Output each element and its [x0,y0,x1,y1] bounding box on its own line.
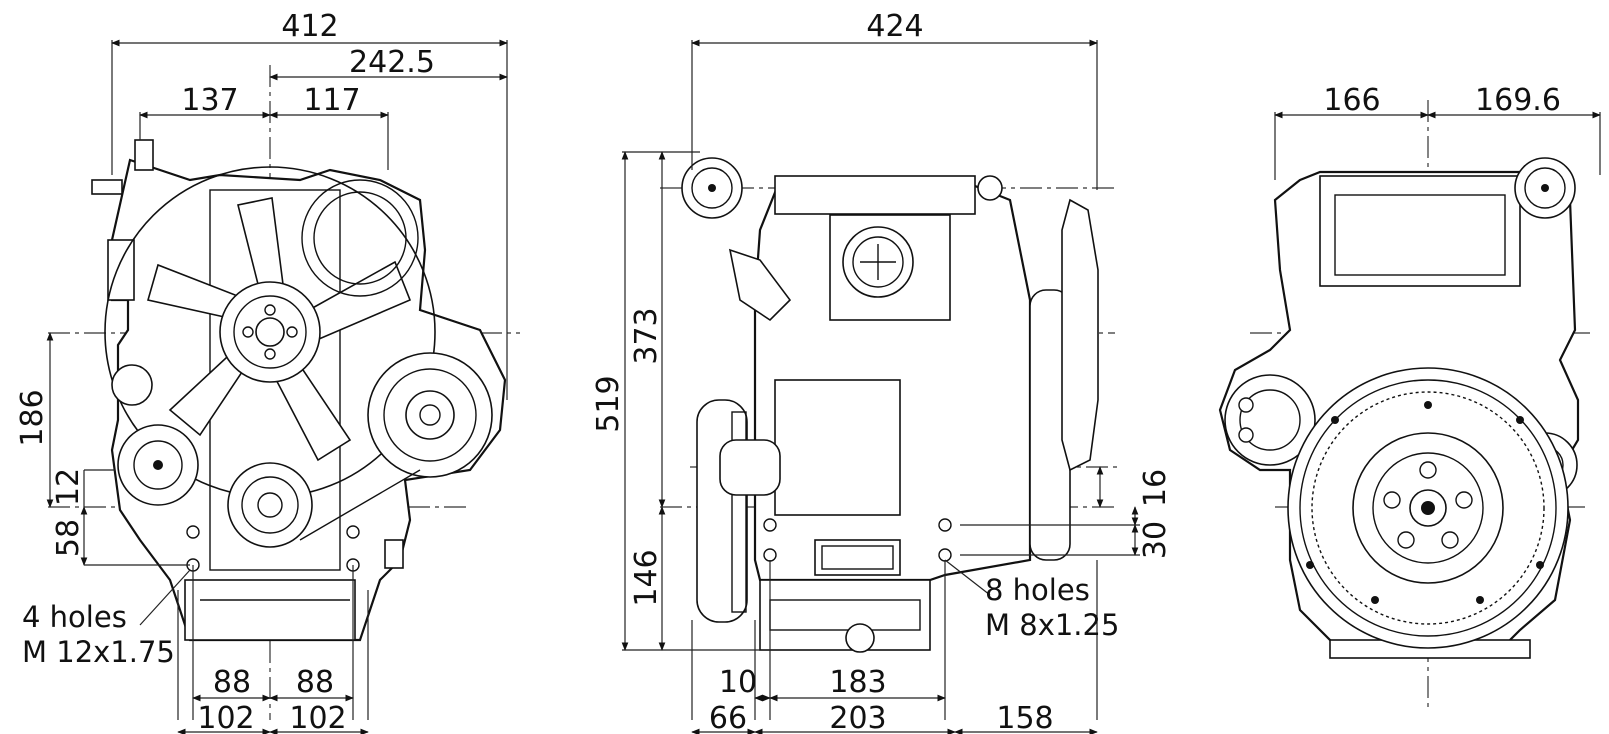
dim-424: 424 [866,9,923,44]
front-fan [104,166,436,498]
dim-412: 412 [281,9,338,44]
side-view: 424 519 373 146 16 30 10 183 66 203 158 … [591,9,1173,734]
side-filter-cap [681,157,792,322]
front-holes-note-line1: 4 holes [22,600,127,634]
rear-dimensions [1274,111,1601,180]
dim-146: 146 [629,549,664,606]
dim-169-6: 169.6 [1475,83,1561,118]
dim-102-left: 102 [197,701,254,734]
front-crank-pulley [227,462,421,548]
side-holes-note-line1: 8 holes [985,573,1090,607]
front-starter [111,364,199,506]
front-pulley-upper [301,179,419,297]
dim-117: 117 [303,83,360,118]
rear-flywheel [1287,367,1569,649]
side-engine-block [719,175,1071,653]
side-throttle-body [842,175,1003,298]
dim-102-right: 102 [289,701,346,734]
front-holes-note-line2: M 12x1.75 [22,635,175,669]
dim-66: 66 [709,701,747,734]
dim-183: 183 [829,665,886,700]
dim-137: 137 [181,83,238,118]
front-dimensions [46,39,508,734]
side-dimensions [621,39,1140,734]
dim-58: 58 [51,519,86,557]
front-view: 412 242.5 137 117 186 12 58 88 88 102 10… [15,9,520,734]
front-alternator [367,352,493,478]
dim-12: 12 [51,468,86,506]
dim-16: 16 [1138,469,1173,507]
side-fan [1061,198,1099,472]
side-flywheel [696,399,748,623]
dim-242-5: 242.5 [349,45,435,80]
dim-519: 519 [591,375,626,432]
dim-88-left: 88 [213,665,251,700]
side-holes-note-line2: M 8x1.25 [985,608,1119,642]
dim-88-right: 88 [296,665,334,700]
dim-373: 373 [629,307,664,364]
dim-158: 158 [996,701,1053,734]
dim-166: 166 [1323,83,1380,118]
rear-left-pulley [1224,374,1316,466]
dim-10: 10 [719,665,757,700]
dim-186: 186 [15,389,50,446]
dim-203: 203 [829,701,886,734]
rear-view: 166 169.6 [1218,83,1601,710]
side-mount-holes [763,518,952,562]
dim-30: 30 [1138,521,1173,559]
